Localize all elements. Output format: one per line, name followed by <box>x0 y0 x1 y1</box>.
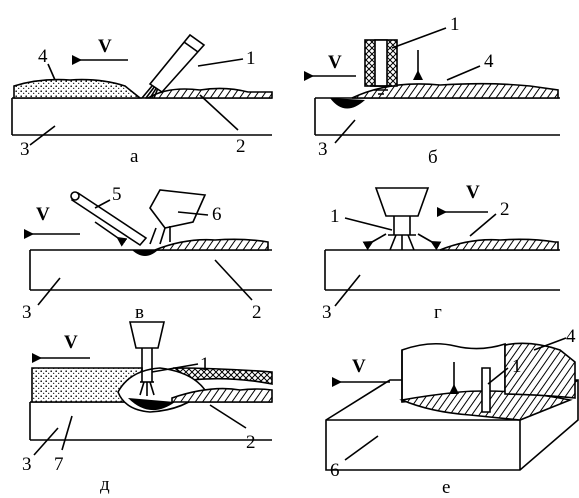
panel-d <box>29 321 273 456</box>
caption-d: д <box>100 474 110 495</box>
electrode <box>481 367 491 413</box>
label-1: 1 <box>450 14 460 35</box>
panel-b <box>304 27 560 144</box>
label-2: 2 <box>252 302 262 323</box>
label-2: 2 <box>236 136 246 157</box>
flux-layer <box>13 78 143 99</box>
caption-g: г <box>434 302 442 323</box>
label-3: 3 <box>20 139 30 160</box>
label-3: 3 <box>322 302 332 323</box>
gas-torch <box>149 189 207 229</box>
caption-a: а <box>130 146 139 167</box>
electrode-holder <box>128 321 166 349</box>
electrode <box>148 33 206 94</box>
label-4: 4 <box>484 51 494 72</box>
label-1: 1 <box>246 48 256 69</box>
caption-e: е <box>442 477 450 498</box>
weld-bead <box>154 238 269 251</box>
panel-g <box>324 187 560 307</box>
caption-v: в <box>135 302 144 323</box>
weld-bead <box>171 387 273 403</box>
label-1: 1 <box>330 206 340 227</box>
weld-bead <box>145 87 273 99</box>
label-1: 1 <box>200 354 210 375</box>
label-6: 6 <box>212 204 222 225</box>
panel-v <box>24 189 272 306</box>
label-1: 1 <box>512 356 522 377</box>
weld-bead <box>439 238 559 251</box>
slag-crust <box>172 367 273 385</box>
speed-label: V <box>466 182 480 203</box>
weld-bead <box>351 82 559 99</box>
speed-label: V <box>64 332 78 353</box>
label-7: 7 <box>54 454 64 475</box>
weld-bead <box>504 342 576 399</box>
speed-label: V <box>98 36 112 57</box>
label-3: 3 <box>22 454 32 475</box>
label-3: 3 <box>22 302 32 323</box>
torch-head <box>374 187 430 217</box>
label-6: 6 <box>330 460 340 481</box>
speed-label: V <box>352 356 366 377</box>
panel-a <box>11 33 273 146</box>
label-2: 2 <box>500 199 510 220</box>
label-3: 3 <box>318 139 328 160</box>
label-2: 2 <box>246 432 256 453</box>
speed-label: V <box>328 52 342 73</box>
speed-label: V <box>36 204 50 225</box>
label-5: 5 <box>112 184 122 205</box>
caption-b: б <box>428 147 438 168</box>
panel-e <box>325 337 579 471</box>
label-4: 4 <box>566 326 576 347</box>
label-4: 4 <box>38 46 48 67</box>
